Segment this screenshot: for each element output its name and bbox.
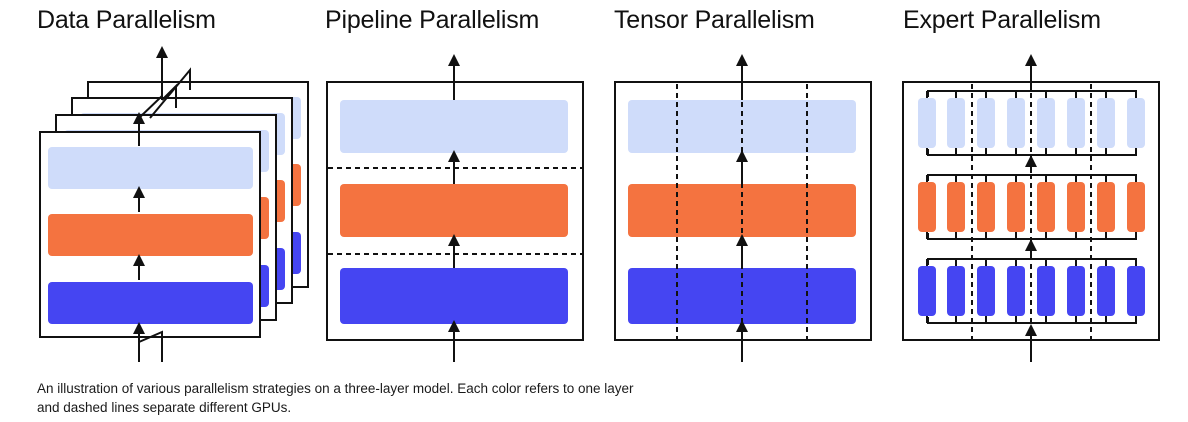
expert-top-block [977,98,995,148]
title-tensor-parallelism: Tensor Parallelism [614,6,815,34]
expert-middle-block [1067,182,1085,232]
expert-bottom-block [977,266,995,316]
expert-top-block [1037,98,1055,148]
expert-middle-block [1007,182,1025,232]
expert-top-block [947,98,965,148]
pipeline-layer-top [340,100,568,153]
data-fan-wire [149,67,191,119]
expert-middle-block [1127,182,1145,232]
expert-top-block [1127,98,1145,148]
expert-middle-block [1037,182,1055,232]
expert-top-block [1067,98,1085,148]
expert-middle-block [947,182,965,232]
expert-top-block [1097,98,1115,148]
data-fan-wire [138,95,163,119]
expert-middle-block [918,182,936,232]
expert-bottom-block [918,266,936,316]
layer-middle-block [48,214,253,256]
expert-middle-block [1097,182,1115,232]
pipeline-layer-middle [340,184,568,237]
layer-bottom-block [48,282,253,324]
pipeline-layer-bottom [340,268,568,324]
expert-middle-block [977,182,995,232]
expert-bottom-block [947,266,965,316]
title-pipeline-parallelism: Pipeline Parallelism [325,6,540,34]
parallelism-diagram [39,46,1160,362]
title-expert-parallelism: Expert Parallelism [903,6,1101,34]
expert-bottom-block [1037,266,1055,316]
data-fan-wire [161,83,177,108]
figure-caption: An illustration of various parallelism s… [37,381,634,415]
expert-top-block [1007,98,1025,148]
expert-bottom-block [1067,266,1085,316]
layer-top-block [48,147,253,189]
expert-bottom-block [1127,266,1145,316]
expert-bottom-block [1097,266,1115,316]
tensor-layer-top [628,100,856,153]
data-input-wire [138,330,163,362]
expert-top-block [918,98,936,148]
title-data-parallelism: Data Parallelism [37,6,216,34]
expert-bottom-block [1007,266,1025,316]
